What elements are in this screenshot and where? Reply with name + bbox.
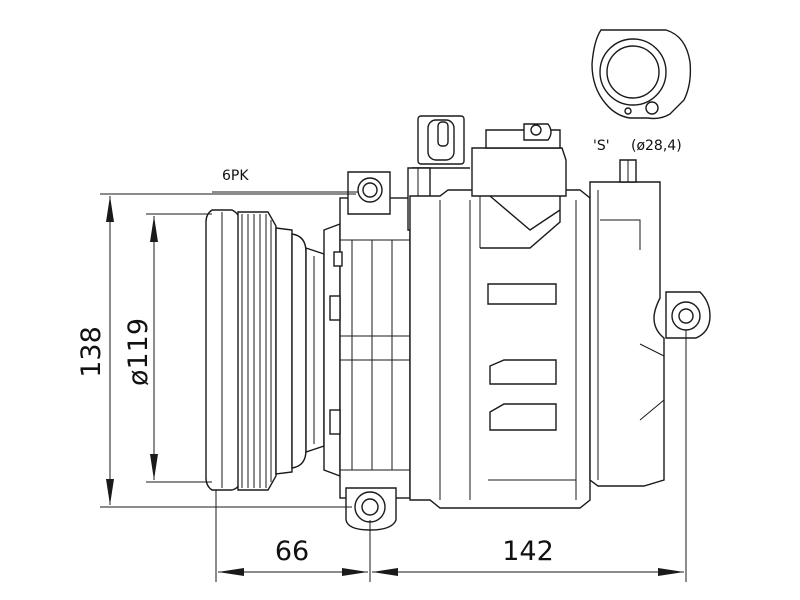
lower-mounting-lug [345, 487, 397, 531]
pulley-diameter-dimension [146, 213, 212, 483]
offset-label: 66 [275, 536, 309, 567]
belt-grooves [241, 214, 272, 488]
discharge-port-block [471, 123, 567, 249]
upper-mounting-lug [347, 171, 391, 215]
rear-mounting-lug [665, 291, 711, 339]
height-label: 138 [76, 326, 107, 378]
rear-head [589, 159, 665, 487]
port-diameter-label: (ø28,4) [631, 138, 682, 154]
height-dimension [100, 193, 356, 508]
pulley-diameter-label: ø119 [123, 318, 154, 386]
belt-profile-label: 6PK [222, 168, 249, 184]
pulley [205, 209, 325, 491]
suction-port-flange-icon [591, 29, 692, 120]
length-dimensions [215, 330, 687, 582]
front-housing [323, 197, 411, 499]
port-tag-label: 'S' [593, 138, 610, 154]
length-label: 142 [502, 536, 554, 567]
compressor-body [409, 189, 591, 509]
